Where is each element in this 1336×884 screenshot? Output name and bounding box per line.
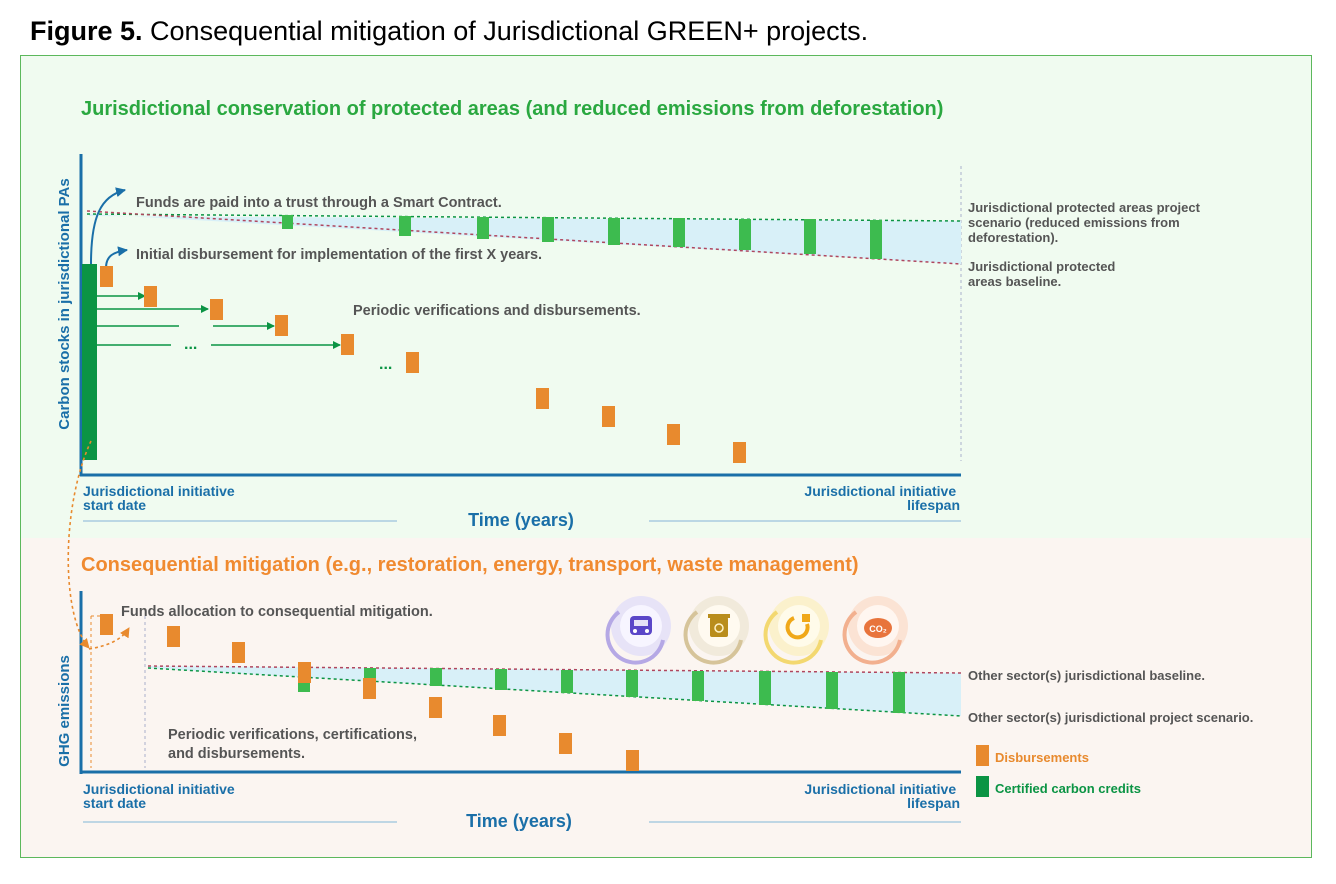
energy-icon: [763, 596, 829, 665]
disbursement-bar: [493, 715, 506, 736]
co2-icon: CO₂: [842, 596, 908, 665]
disbursement-bar: [275, 315, 288, 336]
credit-bar: [870, 220, 882, 259]
figure-frame: Jurisdictional conservation of protected…: [20, 55, 1312, 858]
disbursement-bar: [406, 352, 419, 373]
diagram-canvas: Jurisdictional conservation of protected…: [56, 98, 1253, 831]
legend-disbursements-label: Disbursements: [995, 750, 1089, 765]
bottom-project-scenario-line: [147, 667, 962, 717]
credit-bar: [739, 219, 751, 250]
disbursement-bar: [733, 442, 746, 463]
top-panel-heading: Jurisdictional conservation of protected…: [81, 98, 943, 120]
bottom-x-axis-label: Time (years): [466, 811, 572, 831]
annotation-initial: Initial disbursement for implementation …: [136, 247, 542, 263]
disbursement-bar: [559, 733, 572, 754]
disbursement-bar: [363, 678, 376, 699]
disbursement-bar: [100, 266, 113, 287]
bottom-baseline-label: Other sector(s) jurisdictional baseline.: [968, 668, 1205, 683]
credit-bar: [364, 668, 376, 680]
disbursement-bar: [602, 406, 615, 427]
disbursement-bar: [536, 388, 549, 409]
credit-bar: [692, 671, 704, 701]
annotation-periodic-bottom: Periodic verifications, certifications, …: [168, 727, 421, 762]
credit-bar: [626, 670, 638, 697]
credit-bar: [673, 218, 685, 247]
credit-bar: [893, 672, 905, 713]
bottom-mitigation-band: [148, 666, 961, 716]
annotation-periodic: Periodic verifications and disbursements…: [353, 303, 641, 319]
disbursement-bar: [100, 614, 113, 635]
annotation-funds: Funds are paid into a trust through a Sm…: [136, 195, 502, 211]
disbursement-bar: [232, 642, 245, 663]
legend-disbursements-swatch: [976, 745, 989, 766]
top-project-scenario-label: Jurisdictional protected areas project s…: [968, 200, 1204, 245]
top-y-axis-label: Carbon stocks in jurisdictional PAs: [56, 178, 73, 429]
credit-bar: [430, 668, 442, 686]
credit-bar: [608, 218, 620, 245]
credit-bar: [399, 216, 411, 236]
disbursement-bar: [341, 334, 354, 355]
top-baseline-line: [86, 210, 962, 265]
figure-number: Figure 5.: [30, 16, 143, 46]
top-x-axis-label: Time (years): [468, 510, 574, 530]
credit-bar: [542, 217, 554, 242]
bottom-project-scenario-label: Other sector(s) jurisdictional project s…: [968, 710, 1253, 725]
bottom-end-label: Jurisdictional initiative lifespan: [804, 781, 960, 811]
funds-allocation-arrow: [88, 627, 130, 650]
credit-bar: [561, 670, 573, 693]
disbursement-bar: [429, 697, 442, 718]
figure-title: Figure 5. Consequential mitigation of Ju…: [30, 16, 868, 47]
ellipsis: ...: [379, 356, 392, 373]
bottom-start-label: Jurisdictional initiative start date: [83, 781, 239, 811]
bottom-y-axis-label: GHG emissions: [56, 655, 73, 767]
credit-bar: [495, 669, 507, 690]
disbursement-bar: [210, 299, 223, 320]
ellipsis: ...: [184, 336, 197, 353]
bottom-panel-heading: Consequential mitigation (e.g., restorat…: [81, 554, 859, 576]
top-panel-background: [21, 56, 1311, 538]
disbursement-bar: [144, 286, 157, 307]
disbursement-bar: [667, 424, 680, 445]
waste-icon: [683, 596, 749, 665]
credit-bar: [477, 217, 489, 239]
credit-bar: [826, 672, 838, 709]
top-initial-stock-bar: [82, 264, 97, 460]
disbursement-bar: [167, 626, 180, 647]
co2-text: CO₂: [869, 624, 887, 634]
credit-bar: [804, 219, 816, 254]
funds-arrow: [90, 187, 126, 265]
initial-disbursement-arrow: [105, 246, 128, 269]
annotation-funds-allocation: Funds allocation to consequential mitiga…: [121, 604, 433, 620]
legend-credits-label: Certified carbon credits: [995, 781, 1141, 796]
legend-credits-swatch: [976, 776, 989, 797]
top-start-label: Jurisdictional initiative start date: [83, 483, 239, 513]
figure-caption: Consequential mitigation of Jurisdiction…: [142, 16, 869, 46]
disbursement-bar: [298, 662, 311, 683]
credit-bar: [282, 215, 293, 229]
top-baseline-label: Jurisdictional protected areas baseline.: [968, 259, 1119, 289]
credit-bar: [759, 671, 771, 705]
top-end-label: Jurisdictional initiative lifespan: [804, 483, 960, 513]
disbursement-bar: [626, 750, 639, 771]
transport-icon: [605, 596, 671, 665]
